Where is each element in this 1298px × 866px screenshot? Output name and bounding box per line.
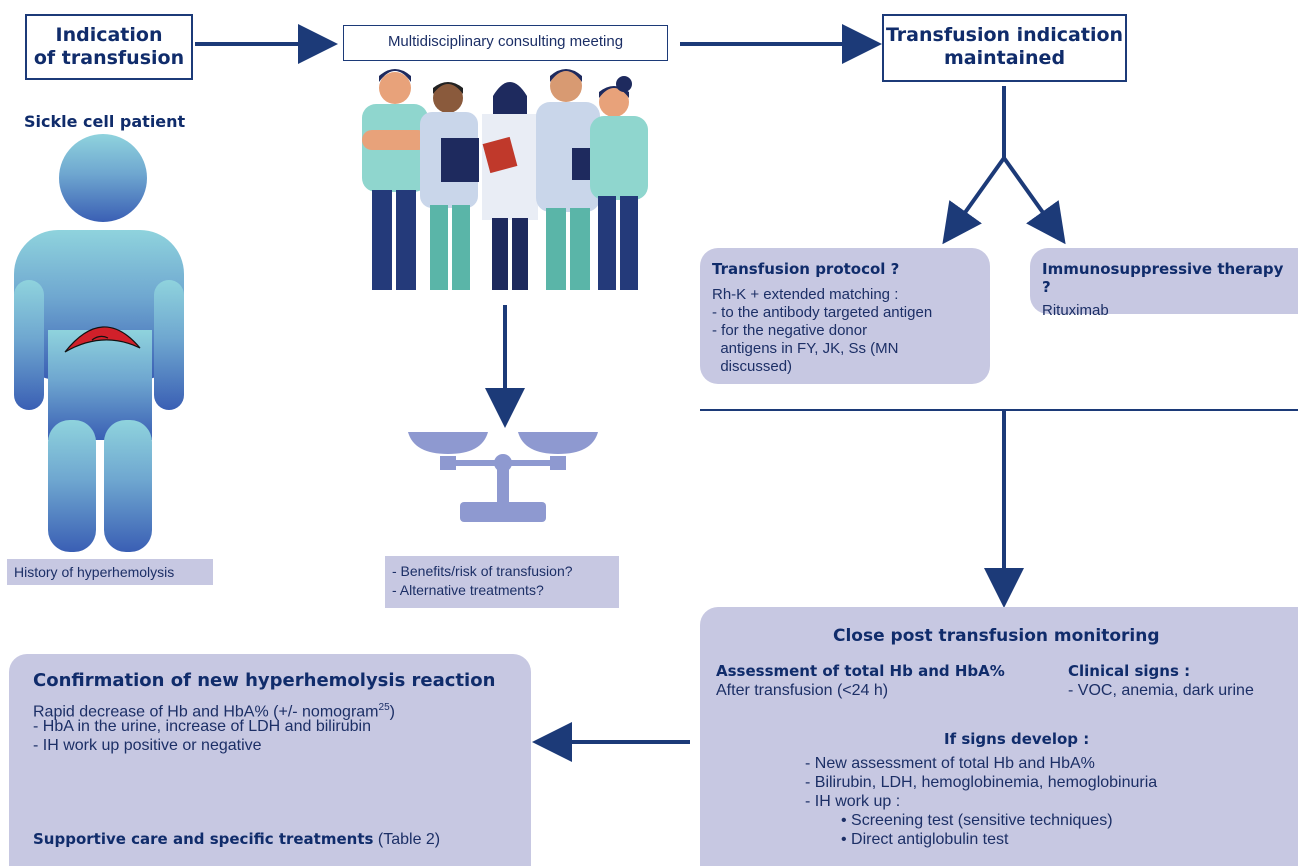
confirmation-line-2: - HbA in the urine, increase of LDH and … xyxy=(33,718,371,735)
doctor-3 xyxy=(482,82,538,290)
doctor-1 xyxy=(362,69,428,290)
patient-head xyxy=(59,134,147,222)
signs-line-3: - IH work up : xyxy=(805,793,901,810)
patient-leg-left xyxy=(48,420,96,552)
indication-box: Indication of transfusion xyxy=(25,14,193,80)
confirmation-line-3: - IH work up positive or negative xyxy=(33,737,262,754)
meeting-label: Multidisciplinary consulting meeting xyxy=(387,33,624,50)
indication-line1: Indication xyxy=(55,24,163,46)
signs-sub-1: • Screening test (sensitive techniques) xyxy=(841,812,1113,829)
protocol-line-3: - for the negative donor xyxy=(712,322,868,339)
signs-sub-2: • Direct antiglobulin test xyxy=(841,831,1009,848)
signs-line-1: - New assessment of total Hb and HbA% xyxy=(805,755,1095,772)
protocol-line-2: - to the antibody targeted antigen xyxy=(712,304,933,321)
patient-arm-left xyxy=(14,280,44,410)
supportive-care-ref: (Table 2) xyxy=(373,831,441,848)
confirmation-line-1: Rapid decrease of Hb and HbA% (+/- nomog… xyxy=(33,698,395,721)
clinical-body: - VOC, anemia, dark urine xyxy=(1068,682,1254,699)
indication-line2: of transfusion xyxy=(33,47,185,69)
nomogram-reference: 25 xyxy=(378,702,390,713)
sickle-cell-icon xyxy=(64,326,141,353)
arrow-branch-right xyxy=(1002,156,1066,245)
history-label-box: History of hyperhemolysis xyxy=(7,559,213,585)
monitoring-title: Close post transfusion monitoring xyxy=(833,626,1160,646)
maintained-box: Transfusion indication maintained xyxy=(882,14,1127,82)
confirmation-panel xyxy=(9,654,531,866)
supportive-care-title: Supportive care and specific treatments xyxy=(33,830,374,848)
patient-title: Sickle cell patient xyxy=(24,112,186,131)
patient-leg-right xyxy=(104,420,152,552)
monitoring-panel xyxy=(700,607,1298,866)
clinical-title: Clinical signs : xyxy=(1068,662,1191,680)
doctor-5 xyxy=(590,76,648,290)
patient-arm-right xyxy=(154,280,184,410)
confirmation-line-1-end: ) xyxy=(389,703,395,721)
maintained-line2: maintained xyxy=(943,47,1066,69)
signs-title: If signs develop : xyxy=(944,730,1090,748)
immunosuppressive-panel: Immunosuppressive therapy ? Rituximab xyxy=(1030,248,1298,319)
doctor-2 xyxy=(420,82,479,290)
immuno-title: Immunosuppressive therapy ? xyxy=(1042,260,1284,296)
confirmation-title: Confirmation of new hyperhemolysis react… xyxy=(33,670,496,691)
supportive-care-line: Supportive care and specific treatments … xyxy=(33,830,440,849)
confirmation-line-1-text: Rapid decrease of Hb and HbA% (+/- nomog… xyxy=(33,703,379,721)
balance-question-box: - Benefits/risk of transfusion? - Altern… xyxy=(385,556,619,608)
maintained-line1: Transfusion indication xyxy=(885,24,1124,46)
arrow-branch-left xyxy=(942,156,1006,245)
immuno-body: Rituximab xyxy=(1042,302,1109,319)
assess-title: Assessment of total Hb and HbA% xyxy=(716,662,1005,680)
balance-item-2: - Alternative treatments? xyxy=(392,582,544,598)
transfusion-protocol-panel: Transfusion protocol ? Rh-K + extended m… xyxy=(700,248,990,384)
doctor-4 xyxy=(536,69,600,290)
balance-item-1: - Benefits/risk of transfusion? xyxy=(392,563,573,579)
history-label: History of hyperhemolysis xyxy=(14,564,175,580)
protocol-line-1: Rh-K + extended matching : xyxy=(712,286,899,303)
protocol-line-5: discussed) xyxy=(712,358,793,375)
protocol-title: Transfusion protocol ? xyxy=(712,260,900,278)
signs-line-2: - Bilirubin, LDH, hemoglobinemia, hemogl… xyxy=(805,774,1158,791)
meeting-box: Multidisciplinary consulting meeting xyxy=(343,25,668,61)
assess-body: After transfusion (<24 h) xyxy=(716,682,889,699)
protocol-line-4: antigens in FY, JK, Ss (MN xyxy=(712,340,899,357)
